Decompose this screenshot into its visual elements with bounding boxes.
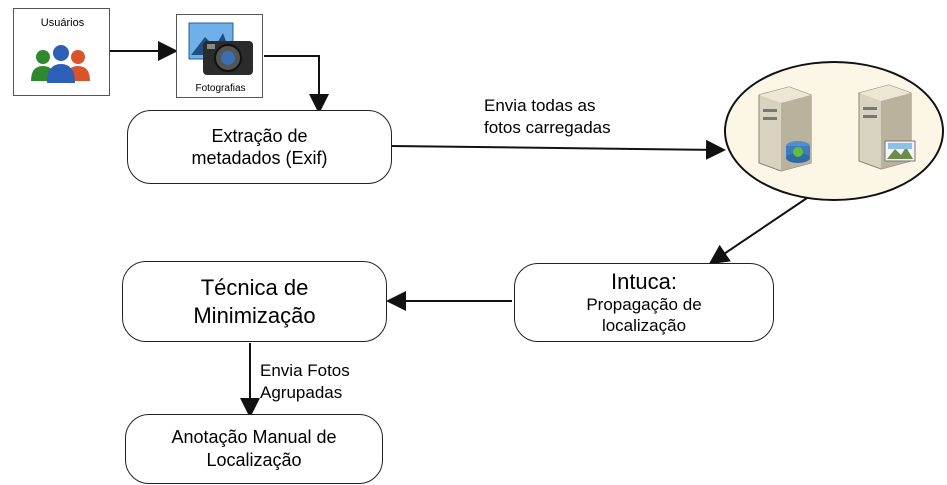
arrow-extraction-to-servers xyxy=(390,139,726,160)
extraction-line1: Extração de xyxy=(211,126,308,146)
annotation-line1: Anotação Manual de xyxy=(171,427,337,447)
annotation-node: Anotação Manual de Localização xyxy=(125,414,383,484)
send-all-line1: Envia todas as xyxy=(484,96,596,115)
extraction-line2: metadados (Exif) xyxy=(191,148,328,168)
photos-node: Fotografias xyxy=(176,14,263,98)
minimization-node: Técnica de Minimização xyxy=(122,261,387,342)
minimization-line2: Minimização xyxy=(193,302,316,328)
send-grouped-line1: Envia Fotos xyxy=(260,361,350,380)
send-grouped-label: Envia Fotos Agrupadas xyxy=(260,360,350,404)
intuca-line2: localização xyxy=(601,315,687,335)
minimization-line1: Técnica de xyxy=(200,274,309,300)
send-all-line2: fotos carregadas xyxy=(484,118,611,137)
send-grouped-line2: Agrupadas xyxy=(260,383,343,402)
intuca-title: Intuca: xyxy=(610,268,678,294)
photos-label: Fotografias xyxy=(195,83,246,94)
camera-photo-icon xyxy=(188,22,253,75)
image-server-icon xyxy=(858,84,916,170)
send-all-label: Envia todas as fotos carregadas xyxy=(484,95,611,139)
intuca-line1: Propagação de xyxy=(586,294,702,314)
arrow-servers-to-intuca xyxy=(708,195,811,265)
arrow-photos-to-extraction xyxy=(264,55,329,114)
annotation-line2: Localização xyxy=(206,450,302,470)
users-label: Usuários xyxy=(40,17,85,29)
servers-node xyxy=(724,61,944,201)
database-server-icon xyxy=(758,86,812,172)
extraction-node: Extração de metadados (Exif) xyxy=(127,110,392,184)
users-node: Usuários xyxy=(13,8,110,96)
intuca-node: Intuca: Propagação de localização xyxy=(514,263,774,342)
users-group-icon xyxy=(31,45,90,83)
